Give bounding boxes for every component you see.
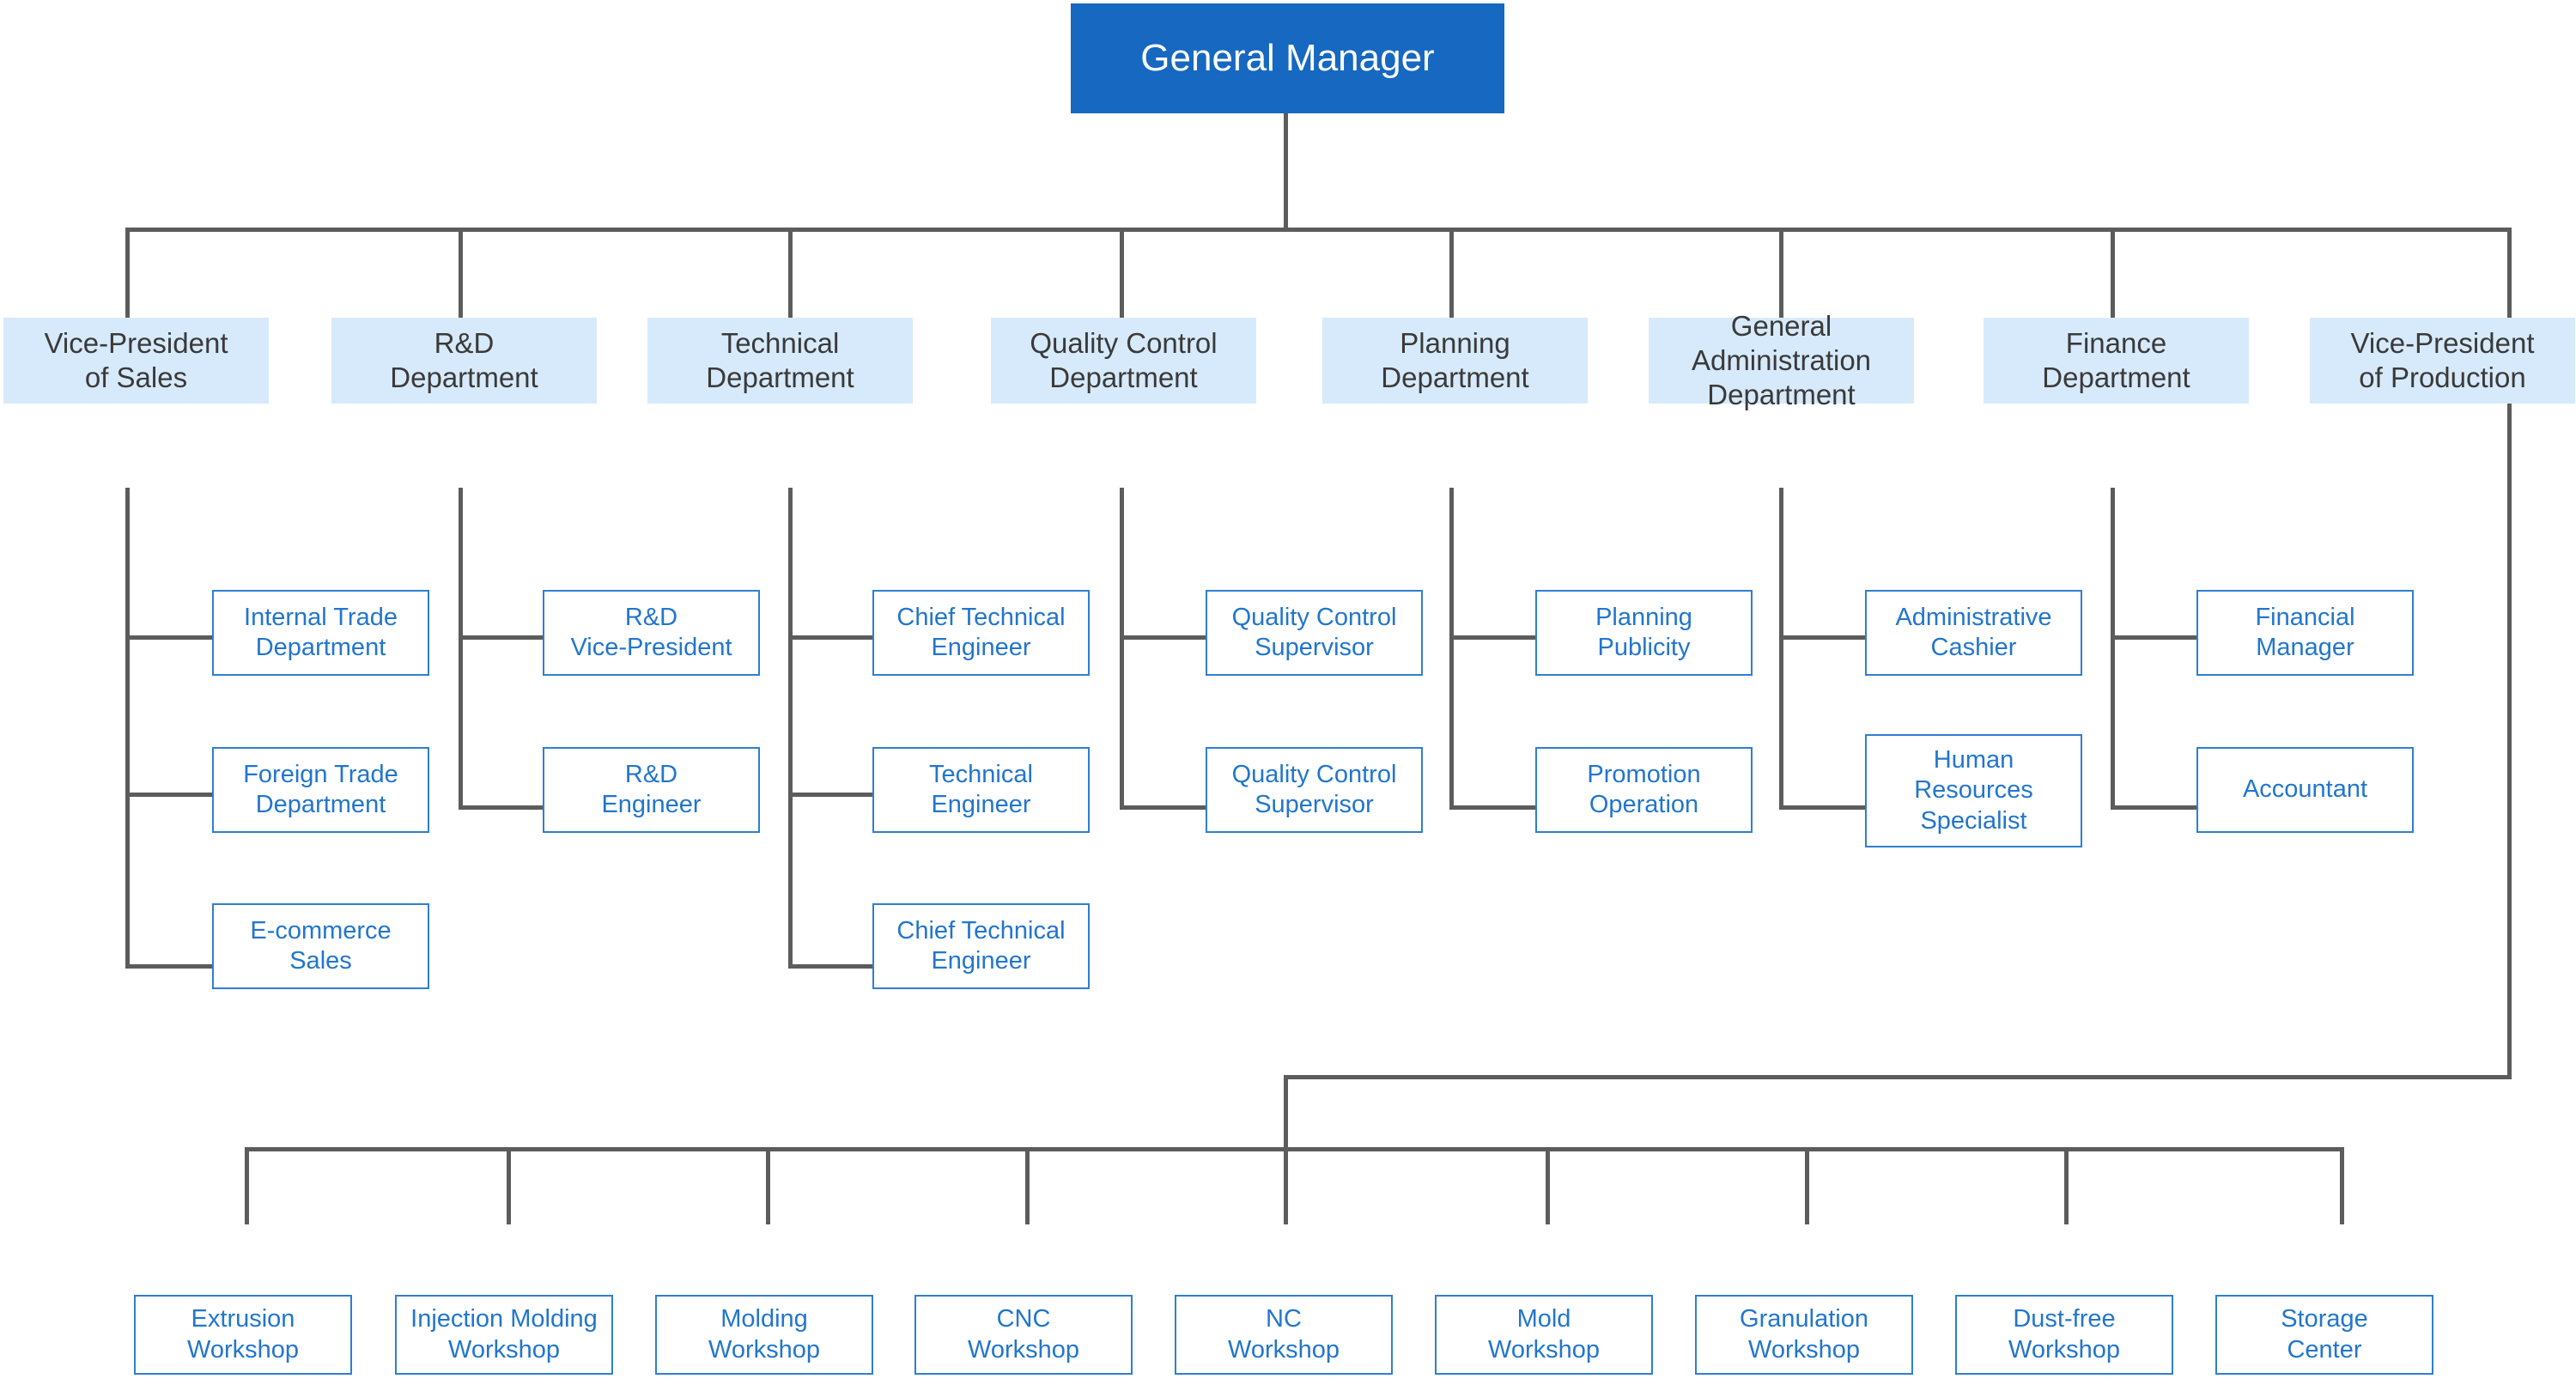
connector-drop-workshop-7 bbox=[2064, 1147, 2069, 1224]
node-human-resources-specialist[interactable]: Human Resources Specialist bbox=[1865, 734, 2082, 847]
connector-level2-bus bbox=[125, 228, 2512, 232]
node-rd-engineer[interactable]: R&D Engineer bbox=[543, 747, 760, 833]
connector-stub-sales-1 bbox=[125, 793, 214, 797]
connector-stub-technical-1 bbox=[788, 793, 877, 797]
node-workshop-storage-center[interactable]: Storage Center bbox=[2215, 1295, 2433, 1375]
connector-drop-dept-3 bbox=[1120, 228, 1124, 322]
connector-drop-workshop-3 bbox=[1025, 1147, 1030, 1224]
connector-stub-sales-2 bbox=[125, 964, 214, 969]
connector-drop-dept-1 bbox=[459, 228, 463, 322]
node-general-manager[interactable]: General Manager bbox=[1071, 3, 1504, 113]
connector-production-bus-stem bbox=[1284, 1075, 1288, 1151]
node-planning-publicity[interactable]: Planning Publicity bbox=[1535, 590, 1753, 676]
connector-drop-workshop-4 bbox=[1284, 1147, 1288, 1224]
node-workshop-injection-molding[interactable]: Injection Molding Workshop bbox=[395, 1295, 613, 1375]
connector-stub-quality-1 bbox=[1120, 805, 1208, 810]
node-financial-manager[interactable]: Financial Manager bbox=[2196, 590, 2414, 676]
connector-drop-workshop-0 bbox=[245, 1147, 249, 1224]
connector-drop-workshop-1 bbox=[507, 1147, 511, 1224]
node-workshop-molding[interactable]: Molding Workshop bbox=[655, 1295, 873, 1375]
connector-spine-quality bbox=[1120, 488, 1124, 810]
node-quality-control-supervisor-1[interactable]: Quality Control Supervisor bbox=[1206, 590, 1423, 676]
connector-drop-workshop-2 bbox=[766, 1147, 770, 1224]
connector-drop-dept-2 bbox=[788, 228, 793, 322]
connector-production-to-bus bbox=[1284, 1075, 2512, 1079]
connector-spine-production bbox=[2507, 404, 2512, 1078]
node-administrative-cashier[interactable]: Administrative Cashier bbox=[1865, 590, 2082, 676]
node-accountant[interactable]: Accountant bbox=[2196, 747, 2414, 833]
node-workshop-cnc[interactable]: CNC Workshop bbox=[914, 1295, 1133, 1375]
node-workshop-extrusion[interactable]: Extrusion Workshop bbox=[134, 1295, 352, 1375]
connector-stub-planning-1 bbox=[1449, 805, 1538, 810]
connector-workshop-bus bbox=[245, 1147, 2344, 1151]
connector-stub-quality-0 bbox=[1120, 635, 1208, 640]
connector-drop-workshop-6 bbox=[1805, 1147, 1809, 1224]
connector-stub-administration-0 bbox=[1779, 635, 1868, 640]
connector-spine-rd bbox=[459, 488, 463, 810]
connector-stub-administration-1 bbox=[1779, 805, 1868, 810]
node-promotion-operation[interactable]: Promotion Operation bbox=[1535, 747, 1753, 833]
connector-stub-finance-0 bbox=[2111, 635, 2199, 640]
connector-spine-administration bbox=[1779, 488, 1783, 810]
connector-root-stem bbox=[1284, 113, 1288, 231]
node-internal-trade-department[interactable]: Internal Trade Department bbox=[212, 590, 429, 676]
connector-drop-dept-5 bbox=[1779, 228, 1783, 322]
node-department-general-administration-department[interactable]: General Administration Department bbox=[1649, 310, 1914, 410]
connector-spine-planning bbox=[1449, 488, 1454, 810]
connector-drop-dept-0 bbox=[125, 228, 130, 322]
connector-drop-workshop-8 bbox=[2340, 1147, 2344, 1224]
connector-stub-technical-0 bbox=[788, 635, 877, 640]
connector-spine-finance bbox=[2111, 488, 2115, 810]
node-department-rd-department[interactable]: R&D Department bbox=[331, 318, 597, 404]
connector-stub-planning-0 bbox=[1449, 635, 1538, 640]
connector-spine-technical bbox=[788, 488, 793, 969]
node-workshop-dust-free[interactable]: Dust-free Workshop bbox=[1955, 1295, 2173, 1375]
node-workshop-nc[interactable]: NC Workshop bbox=[1175, 1295, 1393, 1375]
node-department-quality-control-department[interactable]: Quality Control Department bbox=[991, 318, 1256, 404]
connector-stub-rd-0 bbox=[459, 635, 547, 640]
node-department-vice-president-of-sales[interactable]: Vice-President of Sales bbox=[3, 318, 269, 404]
connector-stub-sales-0 bbox=[125, 635, 214, 640]
connector-drop-dept-4 bbox=[1449, 228, 1454, 322]
node-workshop-granulation[interactable]: Granulation Workshop bbox=[1695, 1295, 1913, 1375]
node-department-finance-department[interactable]: Finance Department bbox=[1984, 318, 2249, 404]
node-chief-technical-engineer-1[interactable]: Chief Technical Engineer bbox=[872, 590, 1090, 676]
node-quality-control-supervisor-2[interactable]: Quality Control Supervisor bbox=[1206, 747, 1423, 833]
node-technical-engineer[interactable]: Technical Engineer bbox=[872, 747, 1090, 833]
connector-stub-finance-1 bbox=[2111, 805, 2199, 810]
node-department-technical-department[interactable]: Technical Department bbox=[647, 318, 913, 404]
node-rd-vice-president[interactable]: R&D Vice-President bbox=[543, 590, 760, 676]
connector-stub-technical-2 bbox=[788, 964, 877, 969]
connector-drop-dept-7 bbox=[2507, 228, 2512, 322]
node-department-planning-department[interactable]: Planning Department bbox=[1322, 318, 1588, 404]
connector-stub-rd-1 bbox=[459, 805, 547, 810]
connector-spine-sales bbox=[125, 488, 130, 969]
node-workshop-mold[interactable]: Mold Workshop bbox=[1435, 1295, 1653, 1375]
node-e-commerce-sales[interactable]: E-commerce Sales bbox=[212, 903, 429, 989]
connector-drop-dept-6 bbox=[2111, 228, 2115, 322]
connector-drop-workshop-5 bbox=[1546, 1147, 1550, 1224]
node-department-vice-president-of-production[interactable]: Vice-President of Production bbox=[2310, 318, 2575, 404]
node-foreign-trade-department[interactable]: Foreign Trade Department bbox=[212, 747, 429, 833]
node-chief-technical-engineer-2[interactable]: Chief Technical Engineer bbox=[872, 903, 1090, 989]
